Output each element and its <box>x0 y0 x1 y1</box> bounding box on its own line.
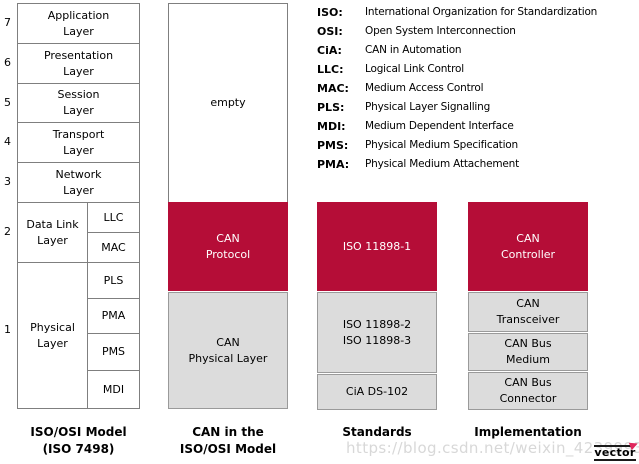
osi-layer-number-3: 3 <box>4 175 11 188</box>
implementation-can-controller-box: CAN Controller <box>468 202 588 291</box>
implementation-can-bus-connector-box: CAN Bus Connector <box>468 372 588 410</box>
osi-layer-number-1: 1 <box>4 323 11 336</box>
legend-abbr-mac: MAC: <box>317 82 349 95</box>
caption-can-in-iso-osi-model: CAN in the ISO/OSI Model <box>179 425 277 456</box>
legend-abbr-mdi: MDI: <box>317 120 346 133</box>
legend-definition-pma: Physical Medium Attachement <box>365 158 519 170</box>
abbreviation-legend: ISO: International Organization for Stan… <box>317 3 597 174</box>
legend-row-pms: PMS: Physical Medium Specification <box>317 136 597 155</box>
osi-layer-number-5: 5 <box>4 96 11 109</box>
legend-row-mac: MAC: Medium Access Control <box>317 79 597 98</box>
vector-logo-top-rule <box>594 439 639 451</box>
caption-iso-osi-model: ISO/OSI Model (ISO 7498) <box>30 425 127 456</box>
osi-cell-session-layer: Session Layer <box>17 83 140 123</box>
can-model-empty-box: empty <box>168 3 288 203</box>
legend-row-iso: ISO: International Organization for Stan… <box>317 3 597 22</box>
legend-row-osi: OSI: Open System Interconnection <box>317 22 597 41</box>
osi-layer-number-2: 2 <box>4 225 11 238</box>
osi-cell-pma: PMA <box>87 298 140 334</box>
csdn-watermark-url: https://blog.csdn.net/weixin_42399934 <box>346 439 639 457</box>
legend-row-pma: PMA: Physical Medium Attachement <box>317 155 597 174</box>
vector-logo: vector <box>594 439 639 461</box>
osi-layer-number-7: 7 <box>4 16 11 29</box>
osi-cell-pls: PLS <box>87 262 140 299</box>
can-model-protocol-box: CAN Protocol <box>168 202 288 291</box>
legend-row-pls: PLS: Physical Layer Signalling <box>317 98 597 117</box>
legend-abbr-cia: CiA: <box>317 44 342 57</box>
legend-abbr-pma: PMA: <box>317 158 350 171</box>
osi-layer-number-6: 6 <box>4 56 11 69</box>
legend-row-mdi: MDI: Medium Dependent Interface <box>317 117 597 136</box>
legend-definition-pls: Physical Layer Signalling <box>365 101 491 113</box>
osi-cell-physical-layer: Physical Layer <box>17 262 88 409</box>
osi-cell-mdi: MDI <box>87 370 140 409</box>
legend-abbr-pms: PMS: <box>317 139 349 152</box>
legend-definition-mdi: Medium Dependent Interface <box>365 120 514 132</box>
osi-cell-presentation-layer: Presentation Layer <box>17 43 140 84</box>
legend-abbr-llc: LLC: <box>317 63 344 76</box>
osi-cell-application-layer: Application Layer <box>17 3 140 44</box>
osi-cell-llc: LLC <box>87 202 140 233</box>
legend-definition-cia: CAN in Automation <box>365 44 462 56</box>
legend-abbr-pls: PLS: <box>317 101 345 114</box>
legend-abbr-iso: ISO: <box>317 6 343 19</box>
vector-logo-bottom-rule <box>594 459 636 461</box>
osi-cell-mac: MAC <box>87 232 140 263</box>
legend-definition-llc: Logical Link Control <box>365 63 464 75</box>
osi-cell-data-link-layer: Data Link Layer <box>17 202 88 263</box>
standards-iso-11898-1-box: ISO 11898-1 <box>317 202 437 291</box>
osi-cell-network-layer: Network Layer <box>17 162 140 203</box>
osi-cell-transport-layer: Transport Layer <box>17 122 140 163</box>
vector-logo-text: vector <box>594 446 636 459</box>
legend-abbr-osi: OSI: <box>317 25 343 38</box>
can-model-physical-layer-box: CAN Physical Layer <box>168 292 288 409</box>
osi-layer-number-4: 4 <box>4 135 11 148</box>
caption-implementation: Implementation <box>474 425 582 439</box>
caption-standards: Standards <box>342 425 412 439</box>
legend-definition-osi: Open System Interconnection <box>365 25 516 37</box>
standards-cia-ds102-box: CiA DS-102 <box>317 374 437 410</box>
legend-definition-pms: Physical Medium Specification <box>365 139 518 151</box>
legend-row-llc: LLC: Logical Link Control <box>317 60 597 79</box>
osi-cell-pms: PMS <box>87 333 140 371</box>
standards-iso-11898-2-3-box: ISO 11898-2 ISO 11898-3 <box>317 292 437 373</box>
implementation-can-bus-medium-box: CAN Bus Medium <box>468 333 588 371</box>
implementation-can-transceiver-box: CAN Transceiver <box>468 292 588 332</box>
legend-definition-mac: Medium Access Control <box>365 82 484 94</box>
legend-row-cia: CiA: CAN in Automation <box>317 41 597 60</box>
legend-definition-iso: International Organization for Standardi… <box>365 6 598 18</box>
